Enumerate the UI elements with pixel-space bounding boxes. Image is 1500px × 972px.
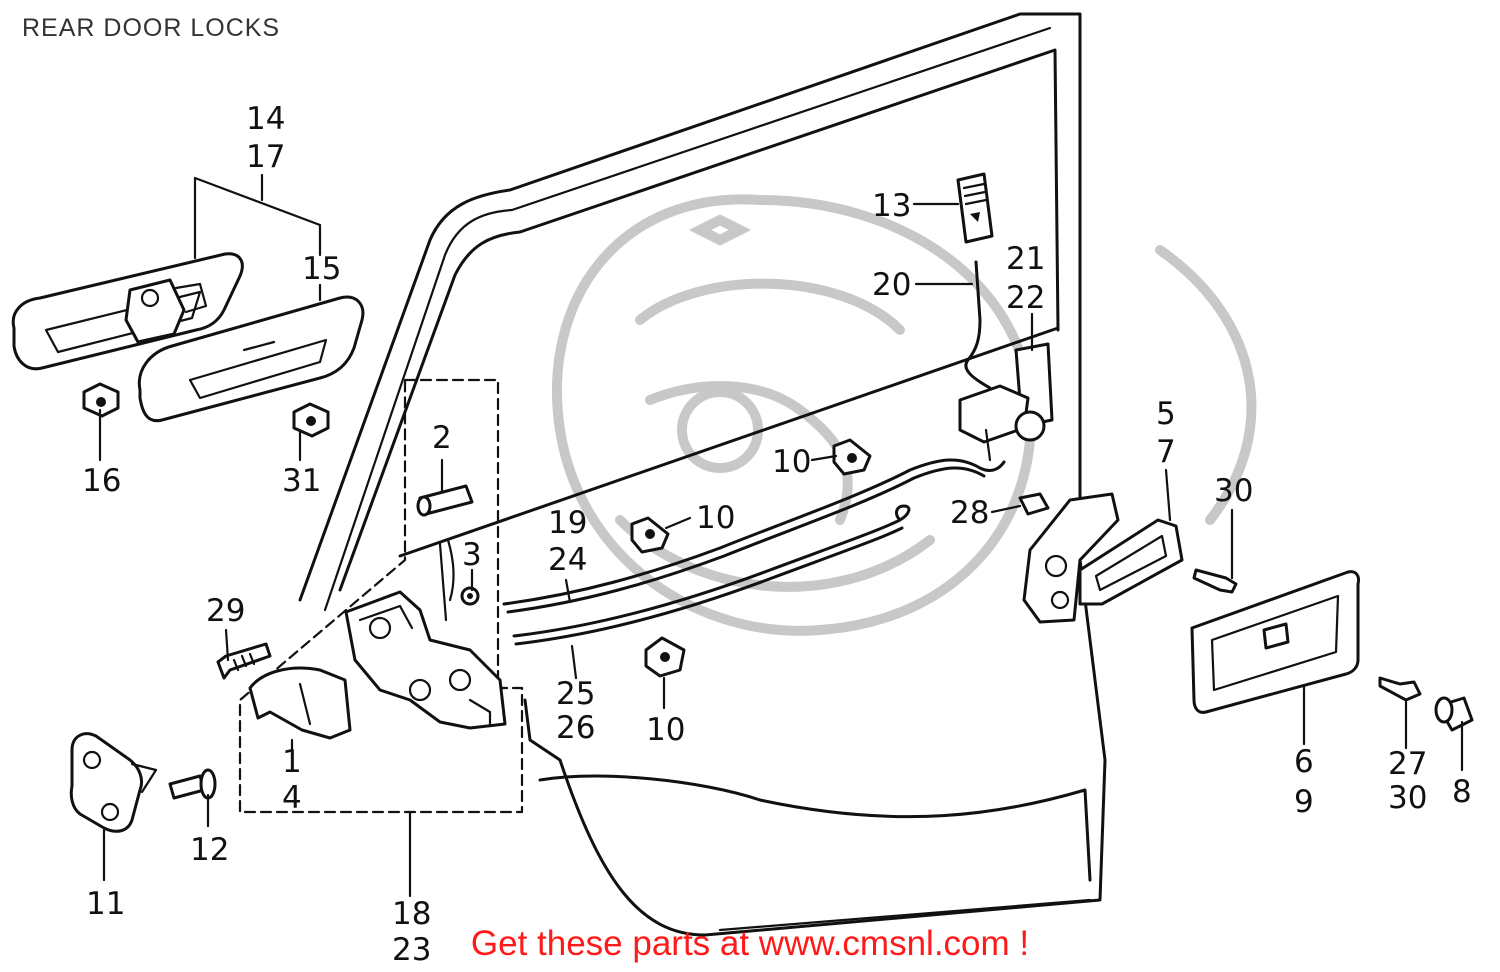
callout-28: 28 (950, 495, 989, 531)
screw-27-30 (1378, 676, 1422, 702)
page-title: REAR DOOR LOCKS (22, 14, 281, 42)
striker-plate (69, 732, 158, 833)
rear-door-panel (298, 12, 1107, 937)
lock-rod (964, 260, 992, 390)
callout-11: 11 (86, 886, 125, 922)
pin-2 (416, 484, 474, 517)
callout-12: 12 (190, 832, 229, 868)
callout-5: 5 (1156, 396, 1176, 432)
callout-10-upper: 10 (772, 444, 811, 480)
callout-13: 13 (872, 188, 911, 224)
callout-10-middle: 10 (696, 500, 735, 536)
nut-16 (82, 382, 120, 418)
callout-1: 1 (282, 744, 302, 780)
callout-22: 22 (1006, 280, 1045, 316)
callout-24: 24 (548, 542, 587, 578)
latch-group-frame (238, 378, 524, 814)
latch-guard (248, 666, 352, 740)
inner-handle (1022, 492, 1184, 624)
rod-clip-10-upper (832, 438, 872, 476)
screw-30-upper (1192, 568, 1238, 594)
cap-8 (1434, 696, 1474, 732)
rod-clip-10-middle (630, 516, 670, 554)
callout-18: 18 (392, 896, 431, 932)
lock-cylinder (958, 342, 1054, 462)
callout-10-lower: 10 (646, 712, 685, 748)
callout-16: 16 (82, 463, 121, 499)
callout-25: 25 (556, 676, 595, 712)
leader-lines (98, 173, 1464, 898)
callout-4: 4 (282, 780, 302, 816)
callout-8: 8 (1452, 774, 1472, 810)
clip-28 (1018, 492, 1050, 516)
callout-9: 9 (1294, 784, 1314, 820)
lock-knob (956, 172, 994, 244)
callout-20: 20 (872, 267, 911, 303)
callout-27: 27 (1388, 746, 1427, 782)
latch-rods (502, 458, 1006, 646)
callout-15: 15 (302, 251, 341, 287)
rod-clip-10-lower (644, 636, 686, 678)
callout-23: 23 (392, 932, 431, 968)
outer-handle-bezel (137, 295, 365, 423)
callout-29: 29 (206, 593, 245, 629)
callout-30-upper: 30 (1214, 473, 1253, 509)
callout-31: 31 (282, 463, 321, 499)
nut-3 (460, 586, 480, 606)
outer-handle (11, 252, 244, 371)
screw-29 (216, 642, 272, 680)
callout-17: 17 (246, 139, 285, 175)
callout-2: 2 (432, 420, 452, 456)
callout-3: 3 (462, 537, 482, 573)
nut-31 (292, 402, 330, 438)
callout-21: 21 (1006, 241, 1045, 277)
promo-link-text[interactable]: Get these parts at www.cmsnl.com ! (470, 924, 1030, 963)
callout-19: 19 (548, 505, 587, 541)
bolt-12 (168, 768, 217, 800)
callout-labels: 14 17 15 16 31 2 3 29 1 4 11 12 18 23 19… (82, 101, 1472, 968)
door-latch-assembly (344, 538, 507, 730)
callout-14: 14 (246, 101, 285, 137)
watermark-logo (551, 194, 1257, 636)
callout-7: 7 (1156, 434, 1176, 470)
callout-6: 6 (1294, 744, 1314, 780)
callout-30-lower: 30 (1388, 780, 1427, 816)
callout-26: 26 (556, 710, 595, 746)
handle-escutcheon (1190, 570, 1360, 714)
